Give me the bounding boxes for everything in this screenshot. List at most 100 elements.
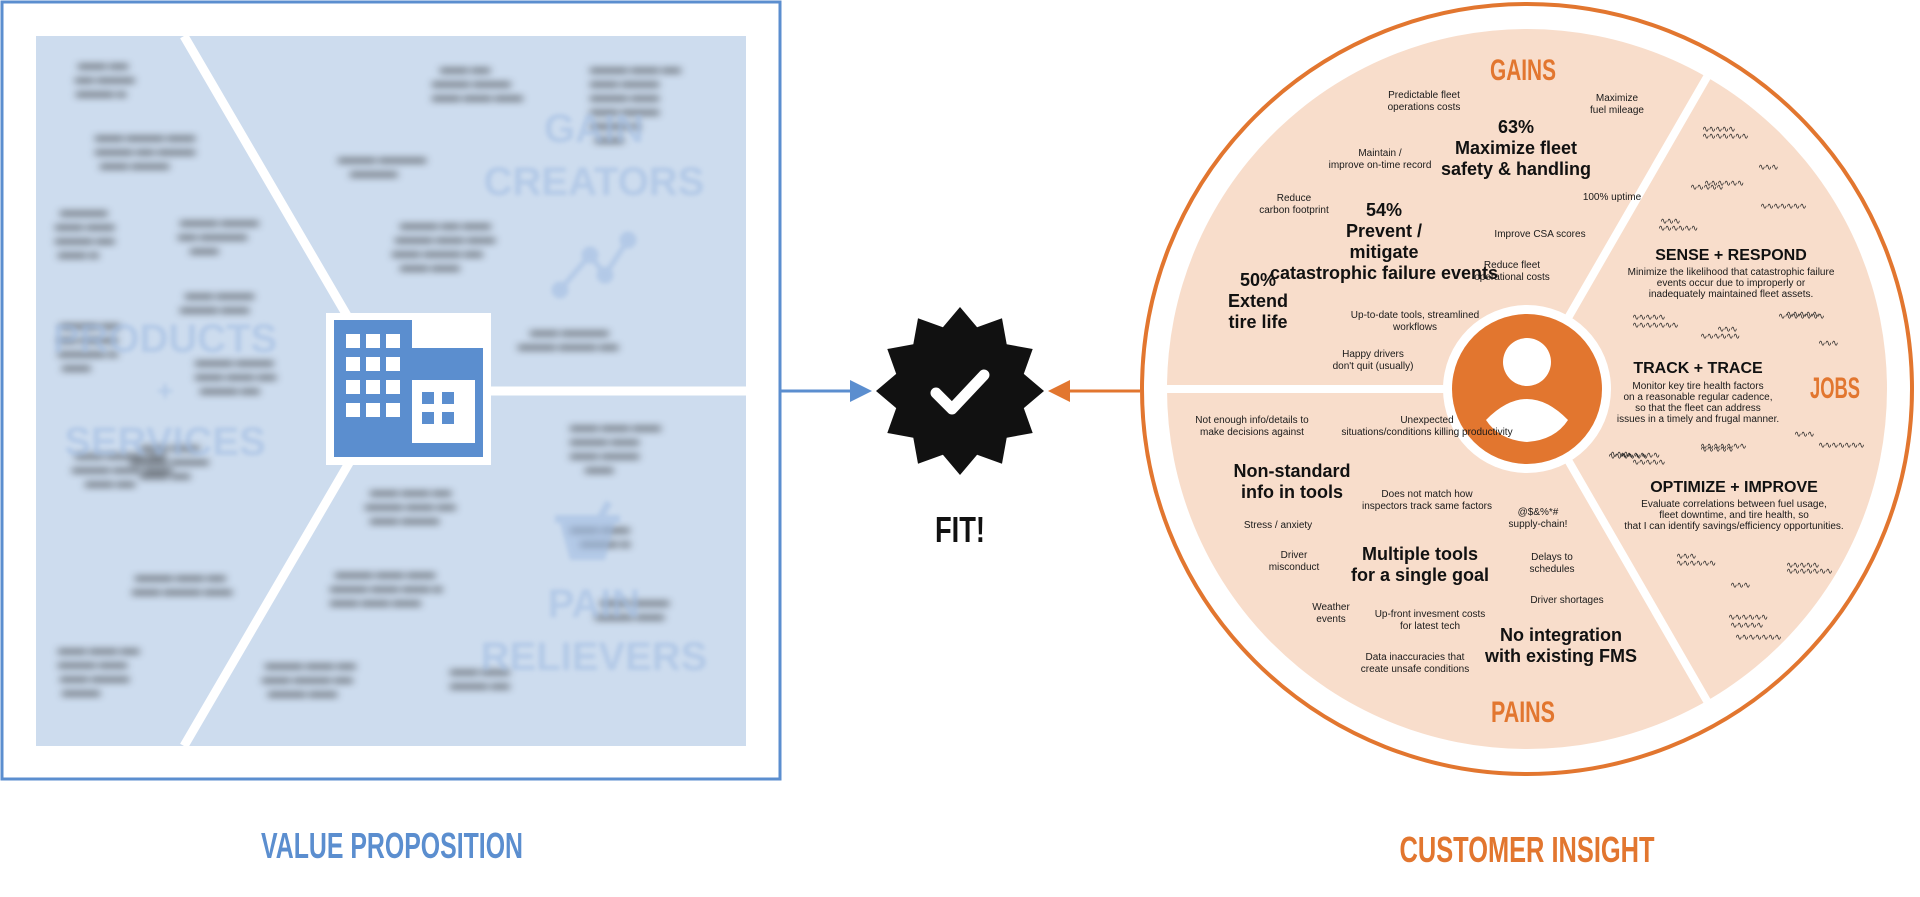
svg-text:GAIN: GAIN bbox=[544, 107, 644, 151]
squiggle-mark: ∿∿∿∿∿∿∿ bbox=[1735, 633, 1781, 643]
svg-text:▬▬▬▬ ▬▬ ▬▬▬▬: ▬▬▬▬ ▬▬ ▬▬▬▬ bbox=[95, 146, 196, 157]
svg-text:▬▬▬▬ ▬▬▬▬ ▬▬: ▬▬▬▬ ▬▬▬▬ ▬▬ bbox=[518, 341, 619, 352]
squiggle-mark: ∿∿∿∿∿∿∿ bbox=[1700, 442, 1746, 452]
svg-text:▬▬▬: ▬▬▬ bbox=[585, 464, 614, 475]
svg-text:▬▬▬ ▬▬▬: ▬▬▬ ▬▬▬ bbox=[450, 666, 510, 677]
svg-text:▬▬▬▬ ▬▬▬▬▬: ▬▬▬▬ ▬▬▬▬▬ bbox=[338, 154, 427, 165]
svg-text:▬▬▬▬ ▬▬▬▬: ▬▬▬▬ ▬▬▬▬ bbox=[432, 78, 511, 89]
squiggle-mark: ∿∿∿∿∿∿ bbox=[1704, 179, 1744, 189]
svg-text:▬▬▬ ▬▬▬▬ ▬▬: ▬▬▬ ▬▬▬▬ ▬▬ bbox=[262, 674, 353, 685]
svg-text:▬▬▬ ▬▬▬▬: ▬▬▬ ▬▬▬▬ bbox=[100, 160, 170, 171]
svg-text:+: + bbox=[157, 375, 173, 406]
svg-text:▬▬▬ ▬▬▬▬: ▬▬▬ ▬▬▬▬ bbox=[590, 78, 660, 89]
svg-text:▬▬ ▬▬▬▬: ▬▬ ▬▬▬▬ bbox=[58, 334, 118, 345]
squiggle-mark: ∿∿∿∿∿∿∿ bbox=[1818, 441, 1864, 451]
svg-text:▬▬▬▬ ▬▬: ▬▬▬▬ ▬▬ bbox=[450, 680, 510, 691]
svg-text:▬▬▬ ▬▬: ▬▬▬ ▬▬ bbox=[140, 470, 191, 481]
svg-text:SERVICES: SERVICES bbox=[64, 420, 266, 464]
job-title: TRACK + TRACE bbox=[1633, 360, 1763, 377]
pain-item: Driver shortages bbox=[1530, 595, 1603, 606]
svg-text:▬▬▬▬ ▬▬▬ ▬▬▬: ▬▬▬▬ ▬▬▬ ▬▬▬ bbox=[395, 234, 496, 245]
job-desc: Minimize the likelihood that catastrophi… bbox=[1628, 267, 1835, 300]
products-services-label-1: PRODUCTS bbox=[53, 317, 277, 361]
svg-text:▬▬▬▬ ▬▬▬: ▬▬▬▬ ▬▬▬ bbox=[58, 659, 128, 670]
svg-text:▬▬▬▬ ▬▬▬▬: ▬▬▬▬ ▬▬▬▬ bbox=[195, 357, 274, 368]
svg-text:▬▬▬ ▬▬▬▬: ▬▬▬ ▬▬▬▬ bbox=[600, 597, 670, 608]
mortar-pestle-icon bbox=[555, 500, 620, 560]
svg-text:▬▬▬ ▬▬▬▬: ▬▬▬ ▬▬▬▬ bbox=[570, 450, 640, 461]
svg-text:▬▬ ▬▬▬▬▬: ▬▬ ▬▬▬▬▬ bbox=[178, 231, 248, 242]
svg-text:▬▬▬▬ ▬: ▬▬▬▬ ▬ bbox=[590, 120, 641, 131]
svg-text:▬▬▬ ▬▬▬▬ ▬▬▬: ▬▬▬ ▬▬▬▬ ▬▬▬ bbox=[95, 132, 196, 143]
squiggle-mark: ∿∿∿∿∿ bbox=[1786, 310, 1819, 320]
svg-text:▬▬▬▬ ▬▬▬ ▬▬: ▬▬▬▬ ▬▬▬ ▬▬ bbox=[590, 64, 681, 75]
squiggle-mark: ∿∿∿∿∿ bbox=[1632, 458, 1665, 468]
svg-text:▬▬▬ ▬▬▬▬: ▬▬▬ ▬▬▬▬ bbox=[60, 673, 130, 684]
squiggle-mark: ∿∿∿ bbox=[1717, 325, 1737, 335]
svg-text:▬▬▬▬ ▬▬▬ ▬▬: ▬▬▬▬ ▬▬▬ ▬▬ bbox=[265, 660, 356, 671]
svg-text:▬▬▬▬ ▬: ▬▬▬▬ ▬ bbox=[76, 88, 127, 99]
value-proposition-box bbox=[0, 0, 782, 781]
squiggle-mark: ∿∿∿ bbox=[1758, 163, 1778, 173]
svg-text:▬▬▬ ▬▬: ▬▬▬ ▬▬ bbox=[440, 64, 491, 75]
svg-text:▬▬▬: ▬▬▬ bbox=[62, 362, 91, 373]
squiggle-mark: ∿∿∿∿∿∿∿ bbox=[1786, 567, 1832, 577]
job-desc: Evaluate correlations between fuel usage… bbox=[1624, 499, 1843, 532]
squiggle-mark: ∿∿∿∿∿∿ bbox=[1728, 613, 1768, 623]
chart-trend-icon bbox=[551, 231, 637, 299]
svg-text:▬▬▬▬ ▬▬: ▬▬▬▬ ▬▬ bbox=[200, 385, 260, 396]
svg-text:▬▬▬▬▬ ▬: ▬▬▬▬▬ ▬ bbox=[58, 348, 118, 359]
svg-text:▬▬▬▬ ▬▬: ▬▬▬▬ ▬▬ bbox=[55, 235, 115, 246]
squiggle-mark: ∿∿∿ bbox=[1676, 552, 1696, 562]
svg-text:▬▬▬ ▬▬▬ ▬▬: ▬▬▬ ▬▬▬ ▬▬ bbox=[370, 487, 452, 498]
pains-label: PAINS bbox=[1491, 696, 1555, 729]
svg-text:▬▬▬▬ ▬▬▬▬: ▬▬▬▬ ▬▬▬▬ bbox=[180, 217, 259, 228]
customer-insight-title: CUSTOMER INSIGHT bbox=[1400, 829, 1655, 870]
user-avatar-icon bbox=[1443, 305, 1611, 473]
job-title: SENSE + RESPOND bbox=[1655, 247, 1807, 264]
verified-badge-icon bbox=[876, 307, 1044, 475]
svg-text:▬▬▬ ▬▬▬▬ ▬▬: ▬▬▬ ▬▬▬▬ ▬▬ bbox=[392, 248, 483, 259]
svg-text:▬▬▬▬ ▬▬▬ ▬▬▬: ▬▬▬▬ ▬▬▬ ▬▬▬ bbox=[335, 569, 436, 580]
squiggle-mark: ∿∿∿∿∿∿ bbox=[1608, 452, 1648, 462]
squiggle-mark: ∿∿∿∿∿∿∿ bbox=[1632, 321, 1678, 331]
building-icon bbox=[326, 313, 491, 465]
svg-text:▬▬▬▬▬: ▬▬▬▬▬ bbox=[60, 207, 108, 218]
svg-text:▬▬▬ ▬▬▬ ▬▬▬: ▬▬▬ ▬▬▬ ▬▬▬ bbox=[330, 597, 421, 608]
svg-text:▬▬▬ ▬▬▬▬: ▬▬▬ ▬▬▬▬ bbox=[590, 106, 660, 117]
svg-text:▬▬▬▬ ▬▬ ▬▬▬: ▬▬▬▬ ▬▬ ▬▬▬ bbox=[400, 220, 491, 231]
svg-text:▬▬▬▬ ▬▬▬: ▬▬▬▬ ▬▬▬ bbox=[180, 304, 250, 315]
customer-insight-circle bbox=[1140, 2, 1914, 776]
svg-text:▬▬▬ ▬▬▬▬: ▬▬▬ ▬▬▬▬ bbox=[370, 515, 440, 526]
svg-text:▬▬▬▬ ▬▬▬: ▬▬▬▬ ▬▬▬ bbox=[268, 688, 338, 699]
gain-item: Improve CSA scores bbox=[1494, 229, 1585, 240]
squiggle-mark: ∿∿∿∿∿ bbox=[1730, 621, 1763, 631]
svg-text:▬▬▬ ▬▬▬ ▬▬: ▬▬▬ ▬▬▬ ▬▬ bbox=[58, 645, 140, 656]
squiggle-mark: ∿∿∿∿∿ bbox=[1700, 445, 1733, 455]
svg-text:▬▬▬: ▬▬▬ bbox=[190, 245, 219, 256]
svg-text:▬▬▬ ▬▬▬: ▬▬▬ ▬▬▬ bbox=[140, 442, 200, 453]
squiggle-mark: ∿∿∿ bbox=[1660, 217, 1680, 227]
squiggle-mark: ∿∿∿∿∿∿ bbox=[1700, 332, 1740, 342]
svg-text:▬▬▬ ▬▬▬▬▬: ▬▬▬ ▬▬▬▬▬ bbox=[530, 327, 609, 338]
svg-text:▬▬▬ ▬▬▬▬: ▬▬▬ ▬▬▬▬ bbox=[185, 290, 255, 301]
gain-item: Maintain /improve on-time record bbox=[1329, 148, 1432, 171]
svg-text:▬▬▬ ▬: ▬▬▬ ▬ bbox=[58, 249, 99, 260]
svg-text:▬▬▬▬ ▬▬: ▬▬▬▬ ▬▬ bbox=[60, 320, 120, 331]
svg-text:▬▬▬▬ ▬▬▬: ▬▬▬▬ ▬▬▬ bbox=[570, 436, 640, 447]
svg-text:▬▬▬ ▬▬: ▬▬▬ ▬▬ bbox=[85, 478, 136, 489]
squiggle-mark: ∿∿∿∿∿∿∿ bbox=[1760, 202, 1806, 212]
svg-text:▬▬▬▬▬: ▬▬▬▬▬ bbox=[350, 168, 398, 179]
svg-text:▬▬▬ ▬▬▬▬ ▬▬▬: ▬▬▬ ▬▬▬▬ ▬▬▬ bbox=[132, 586, 233, 597]
fit-label: FIT! bbox=[935, 509, 985, 550]
jobs-label: JOBS bbox=[1810, 372, 1860, 405]
